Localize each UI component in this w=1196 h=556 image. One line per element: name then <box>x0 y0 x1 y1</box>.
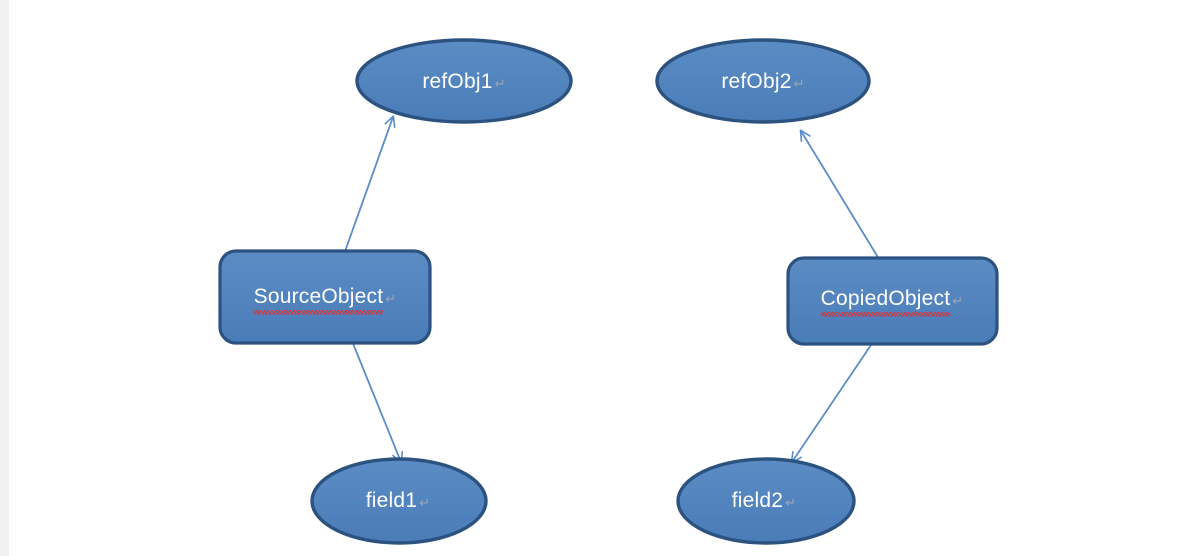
connector-source-to-field1 <box>351 340 404 464</box>
connector-source-to-refObj1 <box>342 115 396 258</box>
node-field1[interactable] <box>310 457 488 545</box>
node-copiedobject[interactable] <box>786 256 999 346</box>
connector-copied-to-refObj2 <box>799 129 880 260</box>
node-group <box>218 38 999 545</box>
node-sourceobject[interactable] <box>218 249 432 345</box>
node-field2[interactable] <box>676 457 856 545</box>
connector-copied-to-field2 <box>790 344 872 464</box>
node-refobj2[interactable] <box>655 38 871 124</box>
node-refobj1[interactable] <box>355 38 573 124</box>
left-gutter-strip <box>0 0 9 556</box>
connector-group <box>342 115 880 464</box>
